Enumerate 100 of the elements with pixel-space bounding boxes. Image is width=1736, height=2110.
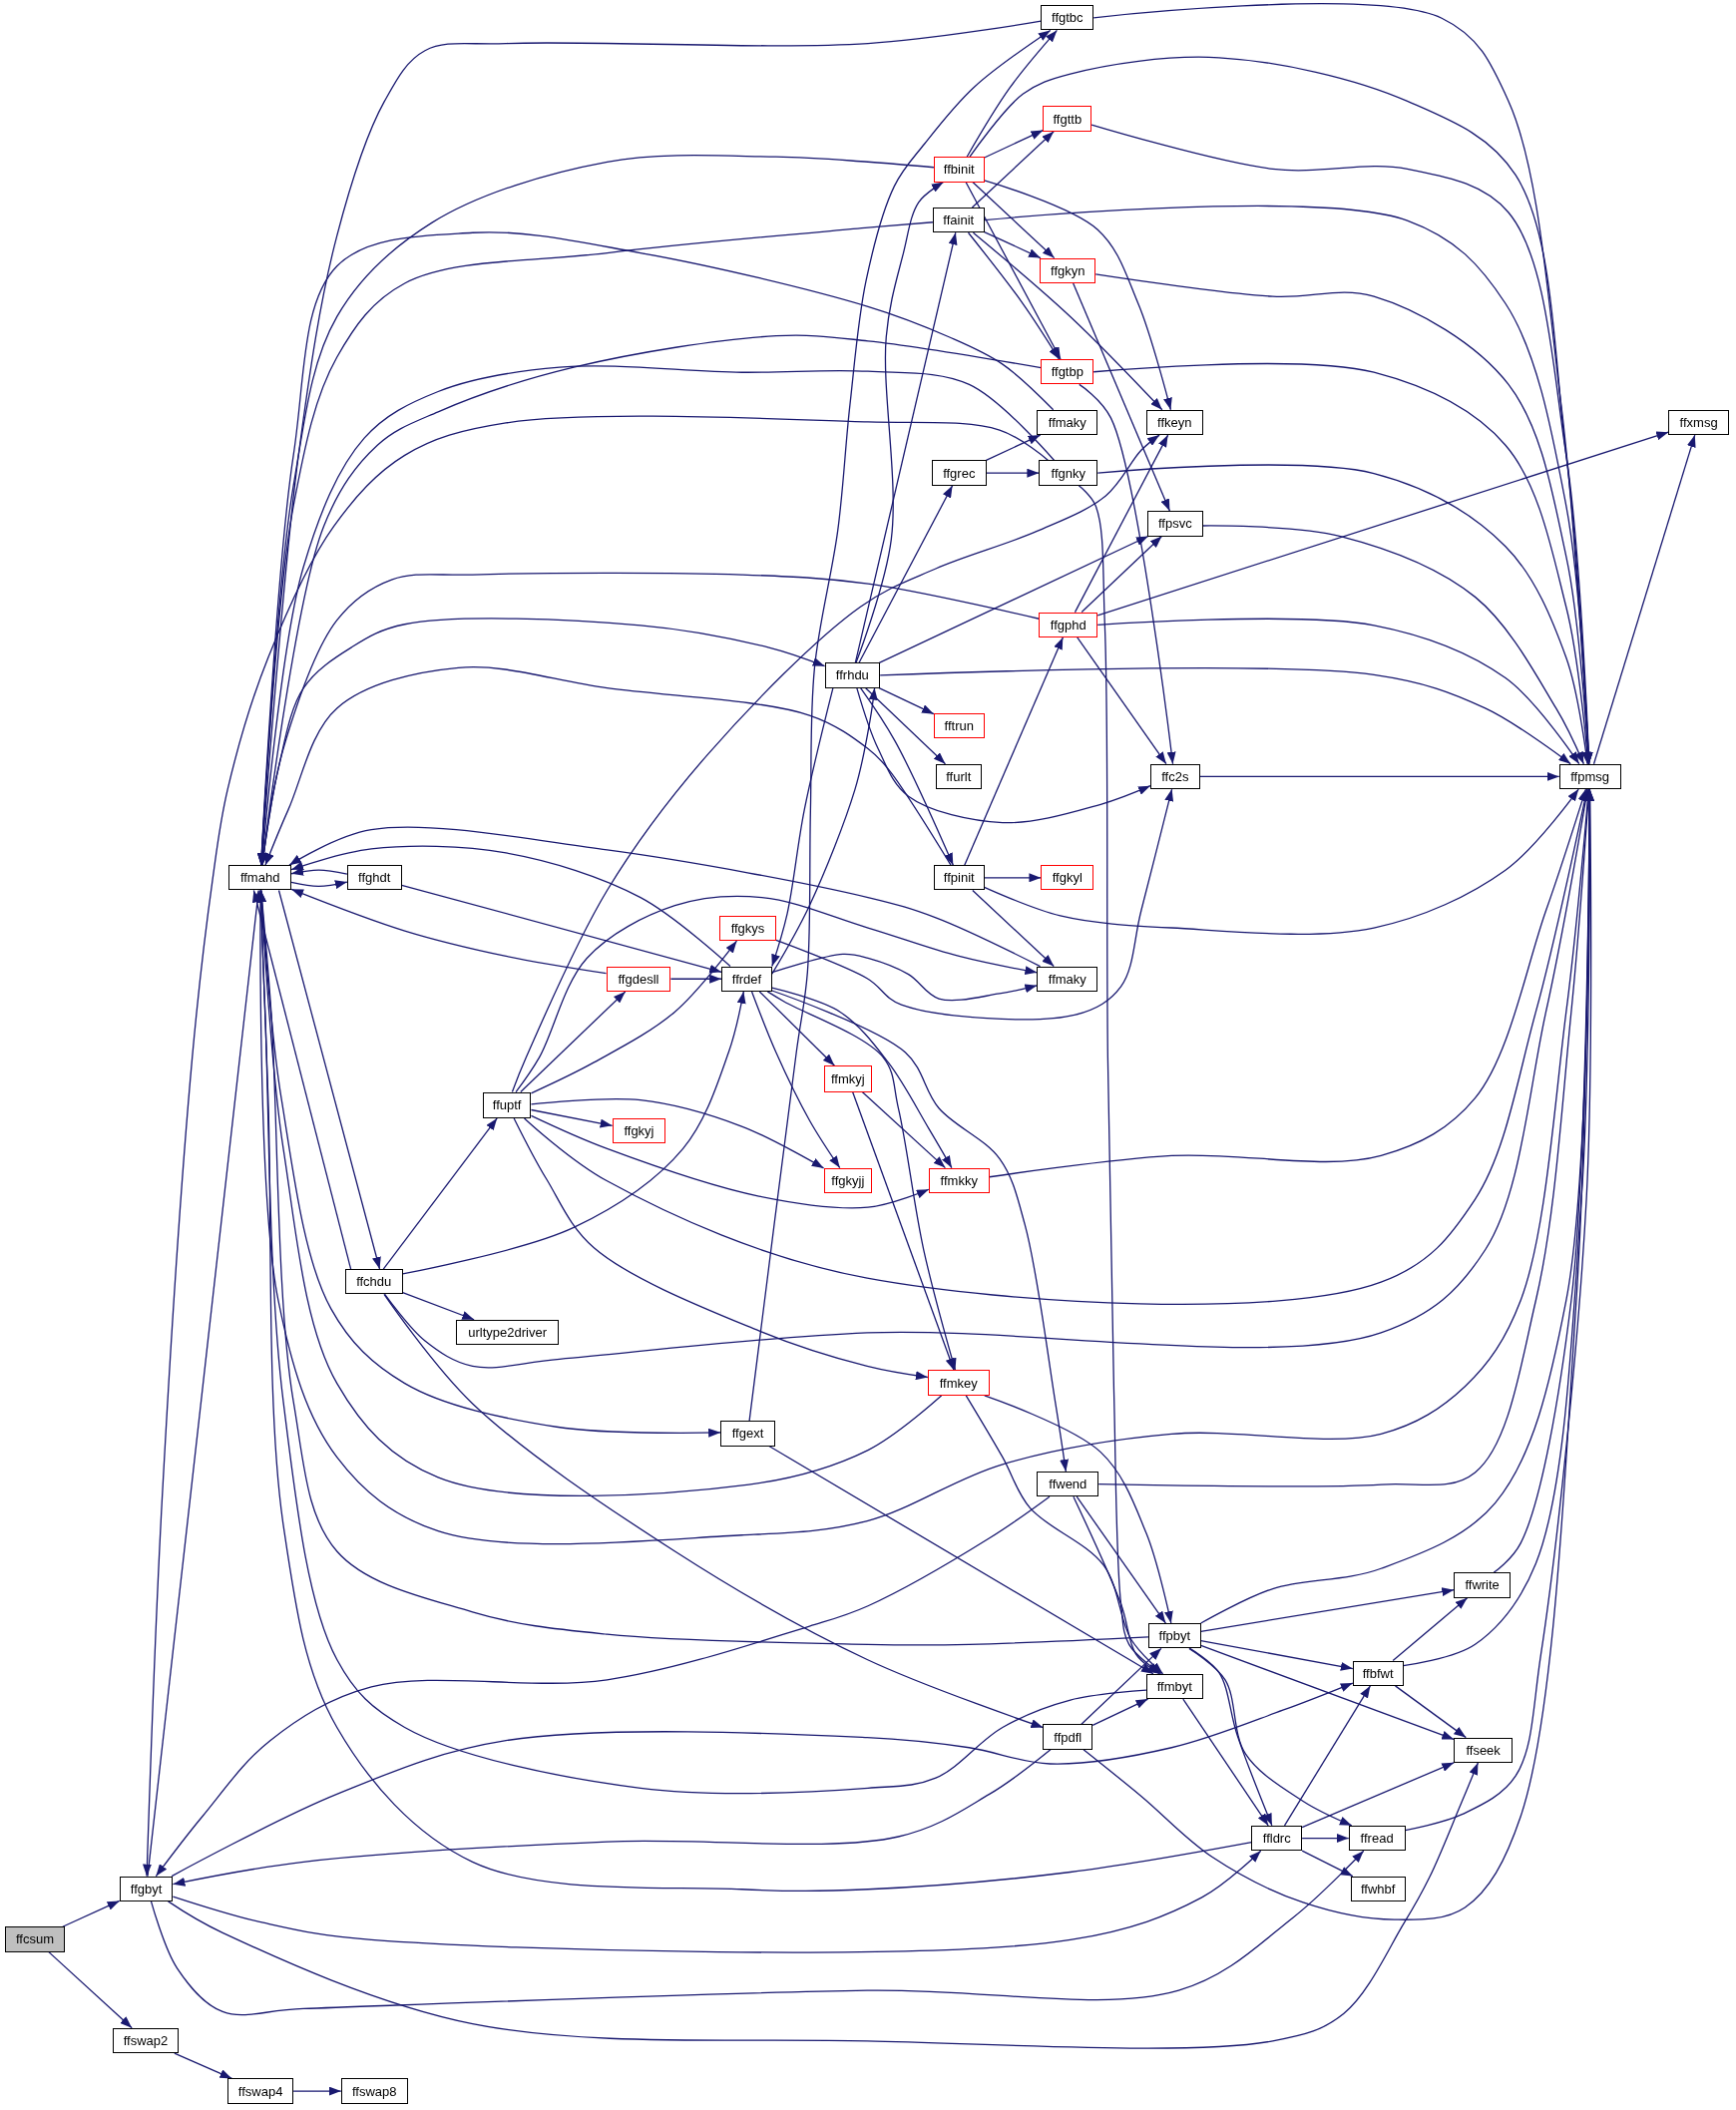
function-box: ffpsvc [1146, 511, 1203, 537]
call-arrow [856, 687, 1151, 824]
call-arrow [1074, 434, 1169, 614]
call-arrow [775, 788, 1174, 1021]
call-arrow [989, 788, 1587, 1178]
call-arrow [771, 687, 878, 975]
function-box: ffgkyl [1041, 865, 1094, 891]
call-arrow [1301, 1834, 1350, 1844]
call-arrow [972, 231, 1163, 411]
call-arrow [971, 131, 1055, 209]
call-arrow [382, 1117, 498, 1270]
call-arrow [277, 889, 381, 1270]
call-arrow [147, 889, 262, 1878]
function-box: ffchdu [344, 1269, 403, 1295]
call-arrow [290, 845, 731, 968]
function-box: ffgkyjj [823, 1167, 873, 1193]
call-arrow [1200, 1644, 1455, 1741]
call-arrow [1091, 1698, 1149, 1726]
call-arrow [1283, 1685, 1372, 1827]
call-arrow [530, 1098, 825, 1169]
function-box: ffmaky [1037, 409, 1098, 436]
function-box: ffrdef [721, 966, 772, 992]
function-box: ffgbyt [119, 1876, 174, 1901]
function-box: ffainit [932, 207, 985, 233]
call-arrow [878, 687, 935, 715]
function-box: ffgdesll [606, 966, 671, 992]
call-arrow [1404, 788, 1595, 1832]
call-arrow [1077, 636, 1167, 765]
function-box: ffgkyn [1040, 257, 1096, 283]
function-box: ffbinit [933, 157, 985, 183]
call-arrow [984, 873, 1043, 883]
call-arrow [155, 1495, 1051, 1878]
call-arrow [964, 636, 1064, 866]
function-box: ffgnky [1039, 460, 1098, 486]
call-arrow [1096, 618, 1580, 765]
call-arrow [401, 884, 722, 974]
call-arrow [252, 889, 352, 1270]
function-box: ffxmsg [1668, 409, 1730, 436]
call-arrow [965, 181, 1062, 360]
call-arrow [967, 231, 1061, 360]
function-box: urltype2driver [456, 1319, 559, 1346]
call-arrow [523, 788, 1589, 1306]
function-box: ffwrite [1454, 1572, 1511, 1598]
call-arrow [520, 991, 627, 1093]
call-arrow [1200, 1639, 1354, 1671]
call-arrow [1096, 464, 1591, 765]
function-box: ffldrc [1251, 1825, 1303, 1852]
call-arrow [174, 2052, 233, 2080]
function-box: ffbfwt [1352, 1660, 1404, 1686]
call-arrow [1199, 771, 1560, 781]
call-arrow [511, 434, 1160, 1093]
function-box: ffpinit [933, 865, 985, 891]
call-arrow [855, 181, 945, 663]
call-arrow [256, 889, 1147, 1795]
call-arrow [984, 230, 1042, 259]
call-arrow [288, 826, 1042, 968]
call-arrow [1076, 1495, 1167, 1624]
call-arrow [965, 1395, 1164, 1675]
call-arrow [171, 1682, 1354, 1878]
call-arrow [1078, 485, 1162, 1675]
function-box: ffswap4 [227, 2078, 294, 2104]
function-box: ffghdt [346, 865, 402, 891]
call-arrow [1096, 431, 1669, 617]
call-arrow [256, 889, 1253, 1893]
call-arrow [1079, 383, 1176, 765]
call-arrow [1200, 1587, 1455, 1632]
call-arrow [1073, 282, 1171, 512]
call-arrow [984, 788, 1579, 935]
function-box: ffgkyj [612, 1117, 666, 1144]
call-arrow [854, 231, 958, 663]
function-box: fftrun [933, 713, 985, 739]
call-arrow [402, 991, 746, 1275]
call-arrow [851, 1090, 955, 1372]
function-box: ffgext [720, 1421, 775, 1447]
call-arrow [966, 29, 1059, 158]
call-arrow [984, 180, 1172, 411]
call-arrow [861, 1090, 947, 1169]
call-arrow [530, 940, 738, 1094]
call-arrow [48, 1950, 133, 2029]
call-arrow [1301, 1762, 1455, 1829]
function-box: ffswap2 [112, 2027, 180, 2054]
call-arrow [1301, 1850, 1354, 1878]
function-box: ffwhbf [1350, 1876, 1406, 1901]
call-arrow [292, 2086, 342, 2096]
function-box: ffkeyn [1145, 409, 1203, 436]
call-arrow [859, 687, 954, 866]
call-arrow [768, 1445, 1154, 1675]
call-arrow [167, 1762, 1480, 2049]
function-box: ffcsum [5, 1926, 65, 1952]
call-arrow [669, 974, 722, 984]
call-arrow [1394, 1685, 1467, 1739]
call-arrow [986, 468, 1041, 478]
call-arrow [1592, 434, 1696, 765]
call-arrow [771, 987, 953, 1169]
function-box: ffmbyt [1145, 1673, 1203, 1700]
function-box: ffpmsg [1558, 763, 1621, 790]
call-arrow [1081, 535, 1163, 614]
function-box: ffgphd [1039, 612, 1098, 637]
function-box: ffrhdu [824, 662, 881, 688]
function-box: ffgttb [1043, 106, 1092, 132]
